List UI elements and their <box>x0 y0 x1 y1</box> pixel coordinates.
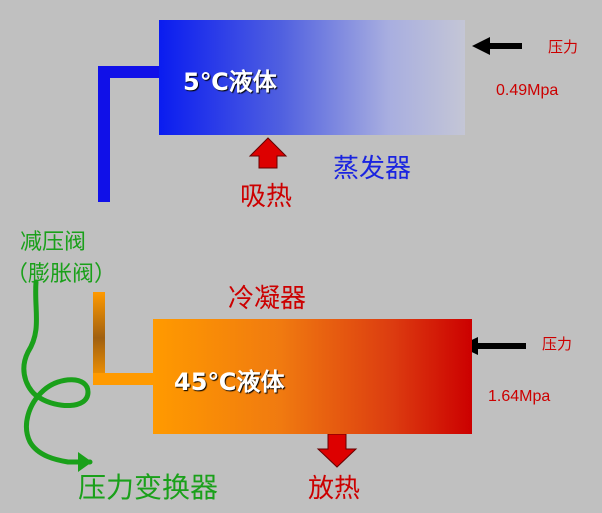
valve-label: 减压阀 <box>20 230 87 255</box>
condenser-liquid-label: 45℃液体 <box>174 368 285 396</box>
release-heat-arrow-icon <box>316 433 358 468</box>
absorb-heat-arrow-icon <box>248 137 288 169</box>
evaporator-pressure-label: 压力 <box>548 39 579 56</box>
absorb-heat-label: 吸热 <box>240 182 293 212</box>
transducer-label: 压力变换器 <box>78 471 219 504</box>
transducer-signal-line <box>21 279 93 465</box>
release-heat-label: 放热 <box>308 474 361 504</box>
condenser-box <box>153 319 472 434</box>
evaporator-pressure-arrow-icon <box>472 37 522 55</box>
condenser-pipe <box>93 292 155 385</box>
transducer-arrow-icon <box>78 452 92 472</box>
evaporator-pipe <box>98 66 162 202</box>
condenser-pressure-label: 压力 <box>542 336 573 353</box>
valve-label-alt: （膨胀阀） <box>6 262 117 287</box>
condenser-name: 冷凝器 <box>228 284 307 314</box>
evaporator-pressure-value: 0.49Mpa <box>496 82 559 99</box>
condenser-pressure-value: 1.64Mpa <box>488 388 551 405</box>
evaporator-box <box>159 20 465 135</box>
evaporator-liquid-label: 5℃液体 <box>183 68 277 96</box>
evaporator-name: 蒸发器 <box>333 154 412 184</box>
